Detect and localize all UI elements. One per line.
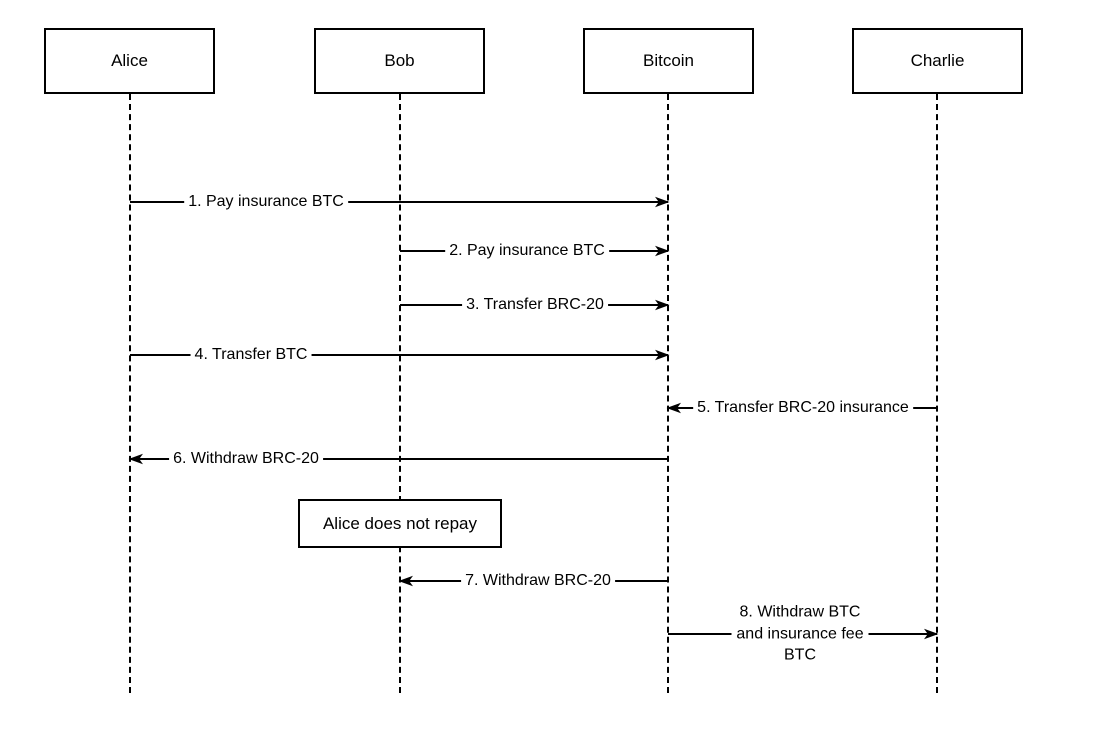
arrowhead-right-icon: [655, 196, 670, 208]
arrowhead-right-icon: [655, 299, 670, 311]
lifeline-bob: [399, 94, 401, 693]
arrowhead-left-icon: [398, 575, 413, 587]
message-1-line: [130, 201, 668, 203]
actor-box-bob: Bob: [314, 28, 485, 94]
message-8-label: 8. Withdraw BTC and insurance fee BTC: [731, 600, 869, 668]
message-6-label: 6. Withdraw BRC-20: [169, 447, 323, 471]
message-7-label: 7. Withdraw BRC-20: [461, 569, 615, 593]
arrowhead-left-icon: [666, 402, 681, 414]
actor-label-alice: Alice: [111, 51, 148, 70]
actor-box-bitcoin: Bitcoin: [583, 28, 754, 94]
actor-label-bob: Bob: [384, 51, 415, 70]
lifeline-bitcoin: [667, 94, 669, 693]
actor-box-alice: Alice: [44, 28, 215, 94]
message-4-line: [130, 354, 668, 356]
lifeline-alice: [129, 94, 131, 693]
actor-label-charlie: Charlie: [910, 51, 965, 70]
lifeline-charlie: [936, 94, 938, 693]
note-box: Alice does not repay: [298, 499, 502, 548]
message-4-label: 4. Transfer BTC: [190, 343, 312, 367]
actor-box-charlie: Charlie: [852, 28, 1023, 94]
arrowhead-right-icon: [924, 628, 939, 640]
message-5-label: 5. Transfer BRC-20 insurance: [693, 396, 913, 420]
arrowhead-left-icon: [128, 453, 143, 465]
arrowhead-right-icon: [655, 349, 670, 361]
message-6-line: [130, 458, 668, 460]
message-2-label: 2. Pay insurance BTC: [445, 239, 609, 263]
arrowhead-right-icon: [655, 245, 670, 257]
actor-label-bitcoin: Bitcoin: [642, 51, 695, 70]
message-1-label: 1. Pay insurance BTC: [184, 190, 348, 214]
message-3-label: 3. Transfer BRC-20: [462, 293, 608, 317]
note-text: Alice does not repay: [322, 513, 478, 533]
